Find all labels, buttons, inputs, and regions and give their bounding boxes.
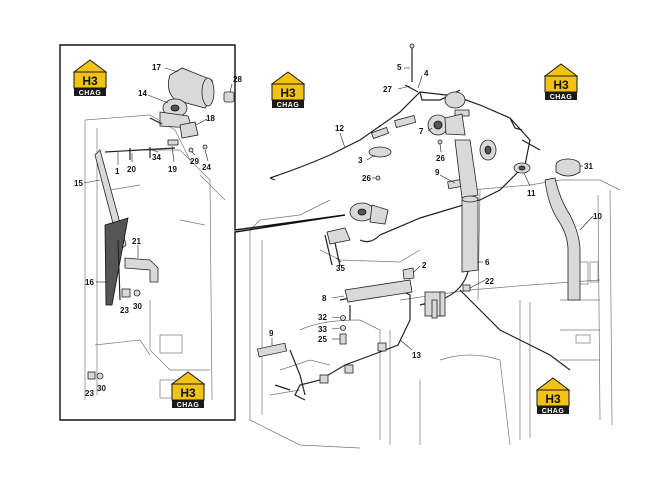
callout-26-right: 26 [436, 154, 445, 163]
callout-31: 31 [584, 162, 593, 171]
svg-text:CHAG: CHAG [277, 102, 300, 109]
callout-35: 35 [336, 264, 345, 273]
callout-24: 24 [202, 163, 211, 172]
callout-3: 3 [358, 156, 363, 165]
svg-text:H3: H3 [545, 392, 561, 406]
callout-11: 11 [527, 189, 536, 198]
svg-text:H3: H3 [180, 386, 196, 400]
roof-harness [269, 43, 541, 306]
callout-14: 14 [138, 89, 147, 98]
callout-10: 10 [593, 212, 602, 221]
inset-leader-lines [83, 67, 233, 283]
callout-2: 2 [422, 261, 427, 270]
lower-harness [274, 289, 571, 401]
callout-8: 8 [322, 294, 327, 303]
callout-13: 13 [412, 351, 421, 360]
callout-26-left: 26 [362, 174, 371, 183]
callout-19: 19 [168, 165, 177, 174]
svg-text:H3: H3 [553, 78, 569, 92]
inset-callouts: 17 28 14 18 1 20 34 19 29 24 15 21 16 23… [74, 63, 242, 398]
callout-16: 16 [85, 278, 94, 287]
callout-6: 6 [485, 258, 490, 267]
svg-text:CHAG: CHAG [550, 94, 573, 101]
callout-23: 23 [120, 306, 129, 315]
callout-15: 15 [74, 179, 83, 188]
cab-outline [249, 179, 621, 449]
svg-text:CHAG: CHAG [177, 402, 200, 409]
main-components [256, 91, 581, 358]
svg-text:H3: H3 [280, 86, 296, 100]
callout-9-lower: 9 [269, 329, 274, 338]
callout-4: 4 [424, 69, 429, 78]
callout-21: 21 [132, 237, 141, 246]
callout-5: 5 [397, 63, 402, 72]
svg-text:CHAG: CHAG [79, 90, 102, 97]
callout-20: 20 [127, 165, 136, 174]
callout-9-upper: 9 [435, 168, 440, 177]
callout-23-lower: 23 [85, 389, 94, 398]
callout-27: 27 [383, 85, 392, 94]
logo-top-right: H3 CHAG [543, 63, 579, 101]
callout-34: 34 [152, 153, 161, 162]
callout-17: 17 [152, 63, 161, 72]
main-leader-lines [271, 67, 594, 351]
logo-bottom-right: H3 CHAG [535, 377, 571, 415]
callout-25: 25 [318, 335, 327, 344]
inset-frame [59, 44, 346, 421]
svg-text:H3: H3 [82, 74, 98, 88]
callout-18: 18 [206, 114, 215, 123]
main-callouts: 5 4 27 12 7 26 3 26 9 31 11 10 2 6 22 8 … [269, 63, 602, 360]
callout-22: 22 [485, 277, 494, 286]
callout-28: 28 [233, 75, 242, 84]
logo-inset-bottom: H3 CHAG [170, 371, 206, 409]
svg-text:CHAG: CHAG [542, 408, 565, 415]
callout-29: 29 [190, 157, 199, 166]
callout-33: 33 [318, 325, 327, 334]
callout-7: 7 [419, 127, 424, 136]
callout-1: 1 [115, 167, 120, 176]
callout-30-lower: 30 [97, 384, 106, 393]
logo-top-center: H3 CHAG [270, 71, 306, 109]
callout-32: 32 [318, 313, 327, 322]
wiper-motor [87, 67, 235, 380]
callout-30: 30 [133, 302, 142, 311]
logo-inset-top: H3 CHAG [72, 59, 108, 97]
callout-12: 12 [335, 124, 344, 133]
